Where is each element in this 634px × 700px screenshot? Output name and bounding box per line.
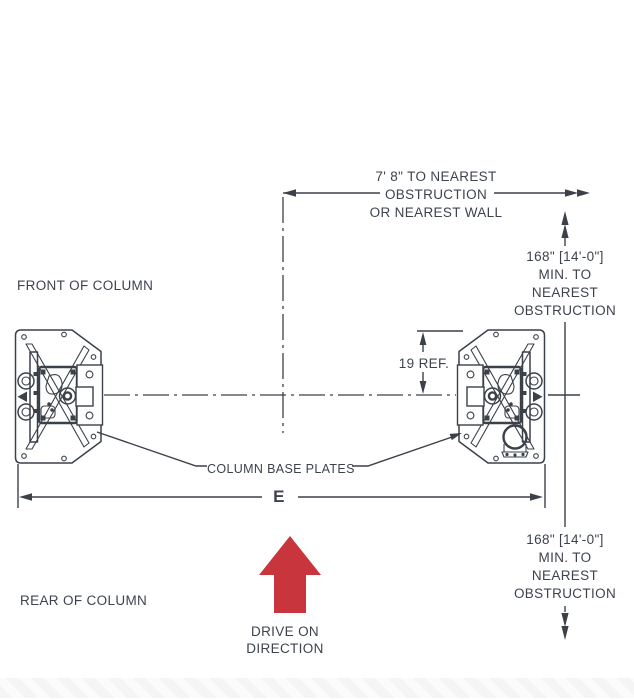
min-clearance-lower-label: 168" [14'-0"] MIN. TO NEAREST OBSTRUCTIO…: [513, 532, 617, 601]
e-dimension-line: [17, 464, 546, 508]
rear-of-column-label: REAR OF COLUMN: [20, 593, 148, 608]
top-obstruction-dimension: [283, 189, 590, 197]
drive-on-direction-label: DRIVE ON DIRECTION: [246, 624, 324, 656]
ref-19-dimension-label: 19 REF.: [398, 356, 450, 371]
clearance-dimension-line: [561, 211, 569, 640]
ref-dimension-line: [417, 330, 463, 394]
power-unit: [501, 424, 529, 458]
drive-on-arrow-icon: [259, 536, 321, 613]
left-column-base-plate: [14, 328, 104, 465]
dimension-e-label: E: [273, 487, 285, 506]
top-obstruction-dimension-label: 7' 8" TO NEAREST OBSTRUCTION OR NEAREST …: [369, 169, 503, 220]
right-column-base-plate: [456, 328, 546, 465]
column-base-plates-label: COLUMN BASE PLATES: [207, 462, 355, 476]
front-of-column-label: FRONT OF COLUMN: [17, 278, 154, 293]
floor-texture-band: [0, 678, 634, 698]
min-clearance-upper-label: 168" [14'-0"] MIN. TO NEAREST OBSTRUCTIO…: [513, 249, 617, 318]
